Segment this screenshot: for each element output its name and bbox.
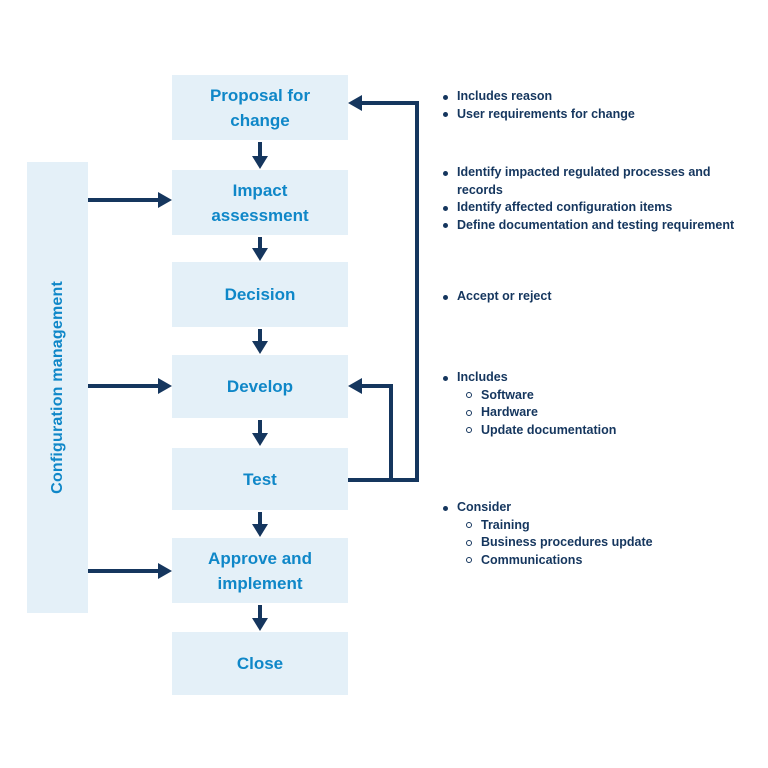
flow-box-proposal-for-change: Proposal for change xyxy=(172,75,348,140)
annotation-text: Business procedures update xyxy=(481,535,653,549)
arrow-down-icon xyxy=(252,618,268,631)
annotation-proposal: Includes reason User requirements for ch… xyxy=(440,88,752,123)
list-item: Includes xyxy=(440,369,752,387)
flow-box-label: Impact assessment xyxy=(211,180,309,225)
arrow-right-icon xyxy=(158,563,172,579)
circle-bullet-icon xyxy=(466,427,472,433)
bullet-icon xyxy=(443,223,448,228)
bullet-list: Consider Training Business procedures up… xyxy=(440,499,752,569)
list-item: Define documentation and testing require… xyxy=(440,217,752,235)
flow-box-label: Approve and implement xyxy=(208,548,312,593)
bullet-icon xyxy=(443,375,448,381)
flow-box-label: Test xyxy=(243,469,277,489)
arrow-test-to-approve xyxy=(258,512,262,524)
annotation-text: Software xyxy=(481,387,534,402)
flow-box-test: Test xyxy=(172,448,348,510)
arrow-left-icon xyxy=(348,378,362,394)
annotation-text: Identify impacted regulated processes an… xyxy=(457,165,711,197)
bullet-icon xyxy=(443,170,448,176)
circle-bullet-icon xyxy=(466,409,472,416)
sidebar-label: Configuration management xyxy=(48,281,66,494)
annotation-impact-assessment: Identify impacted regulated processes an… xyxy=(440,164,752,234)
list-item: Business procedures update xyxy=(464,534,752,552)
flow-box-decision: Decision xyxy=(172,262,348,327)
arrow-develop-to-test xyxy=(258,420,262,433)
list-item: Hardware xyxy=(464,404,752,422)
feedback-line-to-develop xyxy=(362,384,393,388)
list-item: Consider xyxy=(440,499,752,517)
bullet-list: Identify impacted regulated processes an… xyxy=(440,164,752,234)
flow-box-label: Develop xyxy=(226,377,294,396)
bullet-icon xyxy=(443,505,448,511)
annotation-text: Training xyxy=(481,517,530,532)
bullet-icon xyxy=(443,94,448,100)
annotation-approve-implement: Consider Training Business procedures up… xyxy=(440,499,752,569)
list-item: Includes reason xyxy=(440,88,752,106)
circle-bullet-icon xyxy=(466,539,472,546)
list-item: Software xyxy=(464,387,752,405)
feedback-line-outer-vertical xyxy=(415,101,419,482)
bullet-icon xyxy=(443,112,448,117)
annotation-text: Update documentation xyxy=(481,422,617,437)
list-item: Identify affected configuration items xyxy=(440,199,752,217)
arrow-down-icon xyxy=(252,156,268,169)
annotation-text: Communications xyxy=(481,552,583,567)
annotation-decision: Accept or reject xyxy=(440,288,752,306)
feedback-line-inner-vertical xyxy=(389,384,393,482)
list-item: Communications xyxy=(464,552,752,570)
arrow-impact-to-decision xyxy=(258,237,262,248)
sidebar-configuration-management: Configuration management xyxy=(27,162,88,613)
bullet-list: Includes Software Hardware Update docume… xyxy=(440,369,752,439)
arrow-sidebar-to-develop xyxy=(88,384,158,388)
bullet-list: Accept or reject xyxy=(440,288,752,306)
list-item: Accept or reject xyxy=(440,288,752,306)
feedback-line-to-proposal xyxy=(362,101,419,105)
arrow-down-icon xyxy=(252,341,268,354)
flow-box-label: Close xyxy=(236,654,284,673)
arrow-left-icon xyxy=(348,95,362,111)
flow-box-close: Close xyxy=(172,632,348,695)
feedback-line-test-out xyxy=(348,478,419,482)
list-item: Update documentation xyxy=(464,422,752,440)
annotation-text: Includes reason xyxy=(457,89,553,103)
annotation-text: Accept or reject xyxy=(457,289,552,303)
circle-bullet-icon xyxy=(466,557,472,563)
flow-box-approve-and-implement: Approve and implement xyxy=(172,538,348,603)
circle-bullet-icon xyxy=(466,522,472,528)
annotation-text: Identify affected configuration items xyxy=(457,200,673,214)
flow-box-develop: Develop xyxy=(172,355,348,418)
bullet-icon xyxy=(443,205,448,211)
arrow-down-icon xyxy=(252,248,268,261)
flow-box-label: Decision xyxy=(224,285,296,304)
annotation-text: User requirements for change xyxy=(457,106,635,121)
arrow-right-icon xyxy=(158,378,172,394)
annotation-text: Includes xyxy=(457,370,508,384)
list-item: Identify impacted regulated processes an… xyxy=(440,164,752,199)
list-item: Training xyxy=(464,517,752,535)
arrow-sidebar-to-approve xyxy=(88,569,158,573)
arrow-down-icon xyxy=(252,524,268,537)
arrow-proposal-to-impact xyxy=(258,142,262,156)
flow-box-impact-assessment: Impact assessment xyxy=(172,170,348,235)
list-item: User requirements for change xyxy=(440,106,752,124)
annotation-text: Define documentation and testing require… xyxy=(457,217,735,232)
arrow-right-icon xyxy=(158,192,172,208)
flow-box-label: Proposal for change xyxy=(209,85,311,130)
annotation-text: Consider xyxy=(457,500,512,514)
arrow-sidebar-to-impact xyxy=(88,198,158,202)
annotation-text: Hardware xyxy=(481,405,538,419)
bullet-icon xyxy=(443,294,448,300)
annotation-develop: Includes Software Hardware Update docume… xyxy=(440,369,752,439)
arrow-approve-to-close xyxy=(258,605,262,618)
arrow-decision-to-develop xyxy=(258,329,262,341)
circle-bullet-icon xyxy=(466,392,472,398)
arrow-down-icon xyxy=(252,433,268,446)
bullet-list: Includes reason User requirements for ch… xyxy=(440,88,752,123)
